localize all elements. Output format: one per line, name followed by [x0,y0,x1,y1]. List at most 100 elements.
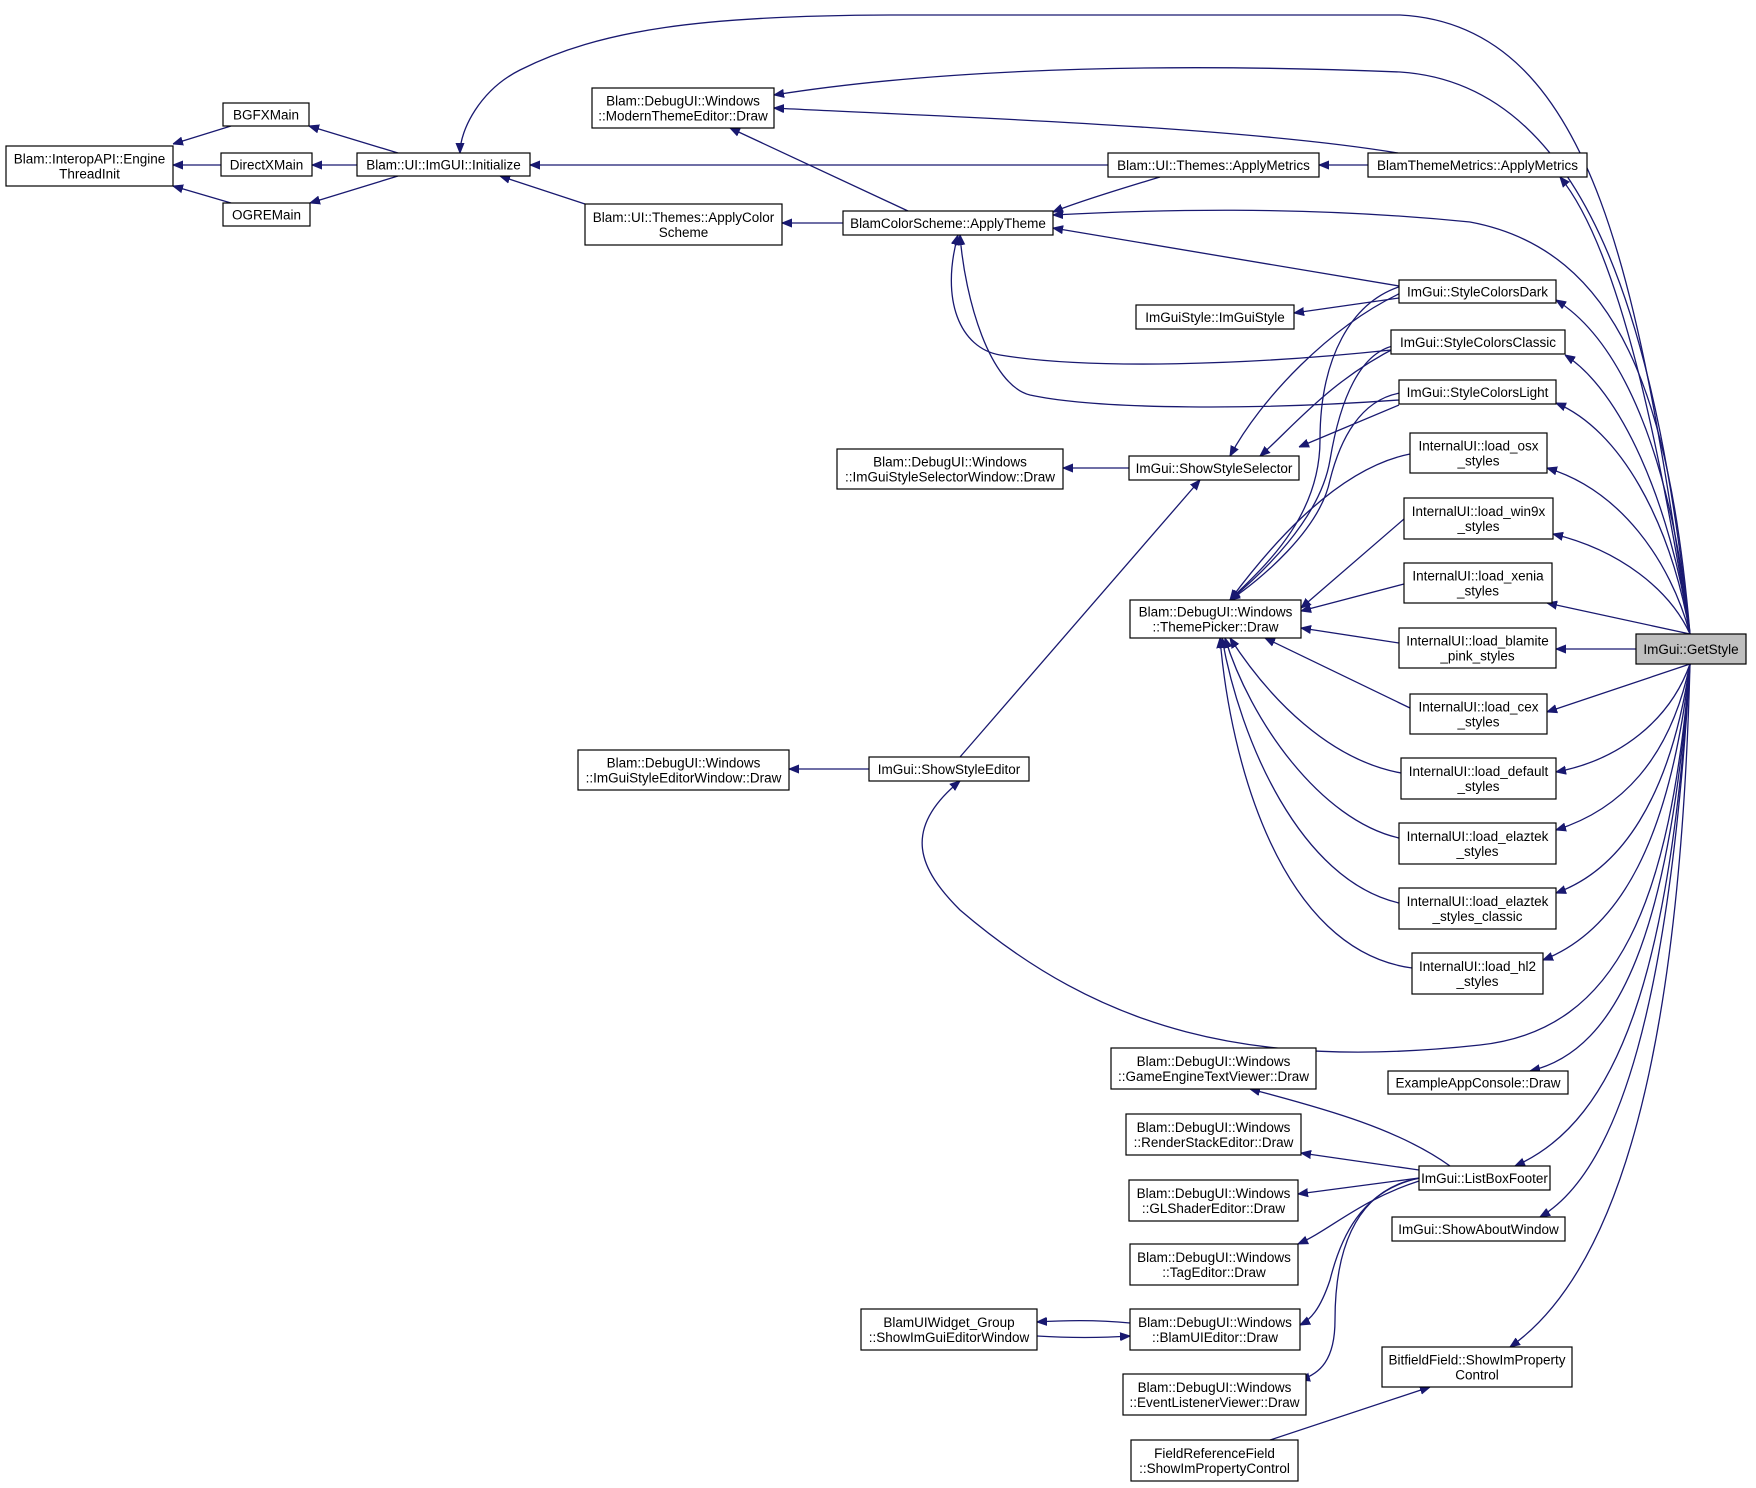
node-label-line: Scheme [659,225,709,240]
edge-getstyle-to-show-style-editor [921,663,1691,1053]
node-style-colors-light[interactable]: ImGui::StyleColorsLight [1398,379,1557,405]
node-box [222,102,310,127]
edge-load-blamite-pink-to-theme-picker [1301,628,1400,644]
edge-style-colors-light-to-color-scheme-apply-theme [960,235,1400,408]
node-imgui-initialize[interactable]: Blam::UI::ImGUI::Initialize [356,152,531,177]
node-box [220,152,313,177]
node-label-line: Blam::DebugUI::Windows [1137,1250,1291,1265]
node-label-line: ::TagEditor::Draw [1162,1265,1266,1280]
node-render-stack-editor[interactable]: Blam::DebugUI::Windows::RenderStackEdito… [1125,1113,1302,1156]
node-themes-apply-metrics[interactable]: Blam::UI::Themes::ApplyMetrics [1107,152,1320,178]
node-label-line: ::ShowImPropertyControl [1139,1461,1290,1476]
node-example-app-console[interactable]: ExampleAppConsole::Draw [1387,1070,1569,1095]
node-box [356,152,531,177]
node-load-osx[interactable]: InternalUI::load_osx_styles [1409,432,1548,474]
edge-list-box-footer-to-render-stack-editor [1301,1153,1420,1171]
node-event-listener-viewer[interactable]: Blam::DebugUI::Windows::EventListenerVie… [1122,1373,1307,1416]
edge-getstyle-to-load-osx [1547,468,1691,635]
edge-apply-color-scheme-to-imgui-initialize [500,176,586,205]
node-label-line: ::ImGuiStyleSelectorWindow::Draw [845,470,1055,485]
edge-widget-group-to-blam-ui-editor [1036,1336,1130,1338]
node-box [1398,627,1557,669]
node-label-line: FieldReferenceField [1154,1446,1275,1461]
edge-getstyle-to-style-colors-classic [1565,355,1691,635]
node-style-colors-dark[interactable]: ImGui::StyleColorsDark [1398,279,1557,304]
node-label-line: Blam::DebugUI::Windows [606,94,760,109]
edge-getstyle-to-show-about-window [1540,663,1691,1217]
node-box [1398,822,1557,865]
node-label-line: BGFXMain [233,108,299,123]
node-modern-theme-editor[interactable]: Blam::DebugUI::Windows::ModernThemeEdito… [591,87,775,129]
node-list-box-footer[interactable]: ImGui::ListBoxFooter [1418,1165,1551,1191]
node-box [1122,1373,1307,1416]
node-getstyle[interactable]: ImGui::GetStyle [1635,633,1747,665]
node-label-line: _styles [1456,715,1499,730]
node-box [1403,497,1554,540]
node-field-reference-field[interactable]: FieldReferenceField::ShowImPropertyContr… [1130,1439,1299,1482]
node-label-line: _styles [1455,844,1498,859]
node-box [1129,599,1302,639]
node-box [577,749,790,791]
node-game-engine-text-viewer[interactable]: Blam::DebugUI::Windows::GameEngineTextVi… [1110,1047,1317,1090]
node-label-line: ExampleAppConsole::Draw [1395,1076,1560,1091]
node-label-line: ImGui::StyleColorsLight [1407,385,1549,400]
node-color-scheme-apply-theme[interactable]: BlamColorScheme::ApplyTheme [842,210,1054,236]
node-layer: ImGui::GetStyle Blam::InteropAPI::EngineT… [5,87,1747,1482]
node-label-line: _styles_classic [1431,909,1522,924]
node-label-line: ::ModernThemeEditor::Draw [598,109,768,124]
node-bgfxmain[interactable]: BGFXMain [222,102,310,127]
node-load-xenia[interactable]: InternalUI::load_xenia_styles [1403,562,1553,604]
node-bitfield-field[interactable]: BitfieldField::ShowImPropertyControl [1381,1346,1573,1388]
node-show-style-editor[interactable]: ImGui::ShowStyleEditor [868,756,1030,782]
node-label-line: Blam::DebugUI::Windows [873,455,1027,470]
edge-style-colors-light-to-theme-picker [1230,392,1401,600]
node-load-cex[interactable]: InternalUI::load_cex_styles [1409,693,1548,735]
node-directxmain[interactable]: DirectXMain [220,152,313,177]
node-box [1409,693,1548,735]
node-theme-metrics-apply[interactable]: BlamThemeMetrics::ApplyMetrics [1367,152,1588,178]
node-load-win9x[interactable]: InternalUI::load_win9x_styles [1403,497,1554,540]
node-label-line: _styles [1456,584,1499,599]
edge-getstyle-to-list-box-footer [1515,663,1691,1167]
edge-show-style-editor-to-show-style-selector [959,480,1200,758]
edge-getstyle-to-color-scheme-apply-theme [1053,209,1691,635]
node-gl-shader-editor[interactable]: Blam::DebugUI::Windows::GLShaderEditor::… [1128,1179,1299,1222]
edge-list-box-footer-to-gl-shader-editor [1298,1177,1420,1194]
node-ogremain[interactable]: OGREMain [222,202,311,227]
node-widget-group[interactable]: BlamUIWidget_Group::ShowImGuiEditorWindo… [860,1308,1038,1351]
node-style-selector-window[interactable]: Blam::DebugUI::Windows::ImGuiStyleSelect… [836,448,1064,490]
node-box [1409,432,1548,474]
node-label-line: _styles [1456,519,1499,534]
node-box [1129,1308,1301,1351]
node-box [1129,1243,1299,1286]
edge-style-colors-dark-to-color-scheme-apply-theme [1053,228,1400,287]
node-blam-ui-editor[interactable]: Blam::DebugUI::Windows::BlamUIEditor::Dr… [1129,1308,1301,1351]
node-load-elaztek[interactable]: InternalUI::load_elaztek_styles [1398,822,1557,865]
node-load-hl2[interactable]: InternalUI::load_hl2_styles [1411,952,1544,995]
node-show-style-selector[interactable]: ImGui::ShowStyleSelector [1128,455,1300,481]
node-label-line: InternalUI::load_cex [1418,700,1538,715]
node-label-line: ::ImGuiStyleEditorWindow::Draw [586,771,782,786]
node-show-about-window[interactable]: ImGui::ShowAboutWindow [1391,1216,1566,1242]
edge-getstyle-to-style-colors-dark [1556,300,1691,635]
node-imguistyle-ctor[interactable]: ImGuiStyle::ImGuiStyle [1135,304,1295,330]
node-load-elaztek-classic[interactable]: InternalUI::load_elaztek_styles_classic [1398,887,1557,930]
node-style-editor-window[interactable]: Blam::DebugUI::Windows::ImGuiStyleEditor… [577,749,790,791]
node-load-default[interactable]: InternalUI::load_default_styles [1400,757,1557,800]
edge-style-colors-classic-to-theme-picker [1230,344,1399,600]
node-style-colors-classic[interactable]: ImGui::StyleColorsClassic [1390,329,1566,355]
edge-list-box-footer-to-event-listener-viewer [1300,1177,1421,1380]
node-box [1107,152,1320,178]
node-tag-editor[interactable]: Blam::DebugUI::Windows::TagEditor::Draw [1129,1243,1299,1286]
node-box [1110,1047,1317,1090]
node-box [1418,1165,1551,1191]
node-label-line: Blam::InteropAPI::Engine [14,152,166,167]
node-load-blamite-pink[interactable]: InternalUI::load_blamite_pink_styles [1398,627,1557,669]
edge-getstyle-to-load-hl2 [1543,663,1691,961]
node-theme-picker[interactable]: Blam::DebugUI::Windows::ThemePicker::Dra… [1129,599,1302,639]
node-label-line: Blam::UI::Themes::ApplyMetrics [1117,158,1310,173]
node-label-line: ImGui::ShowStyleEditor [878,762,1021,777]
edge-getstyle-to-load-default [1556,663,1691,772]
